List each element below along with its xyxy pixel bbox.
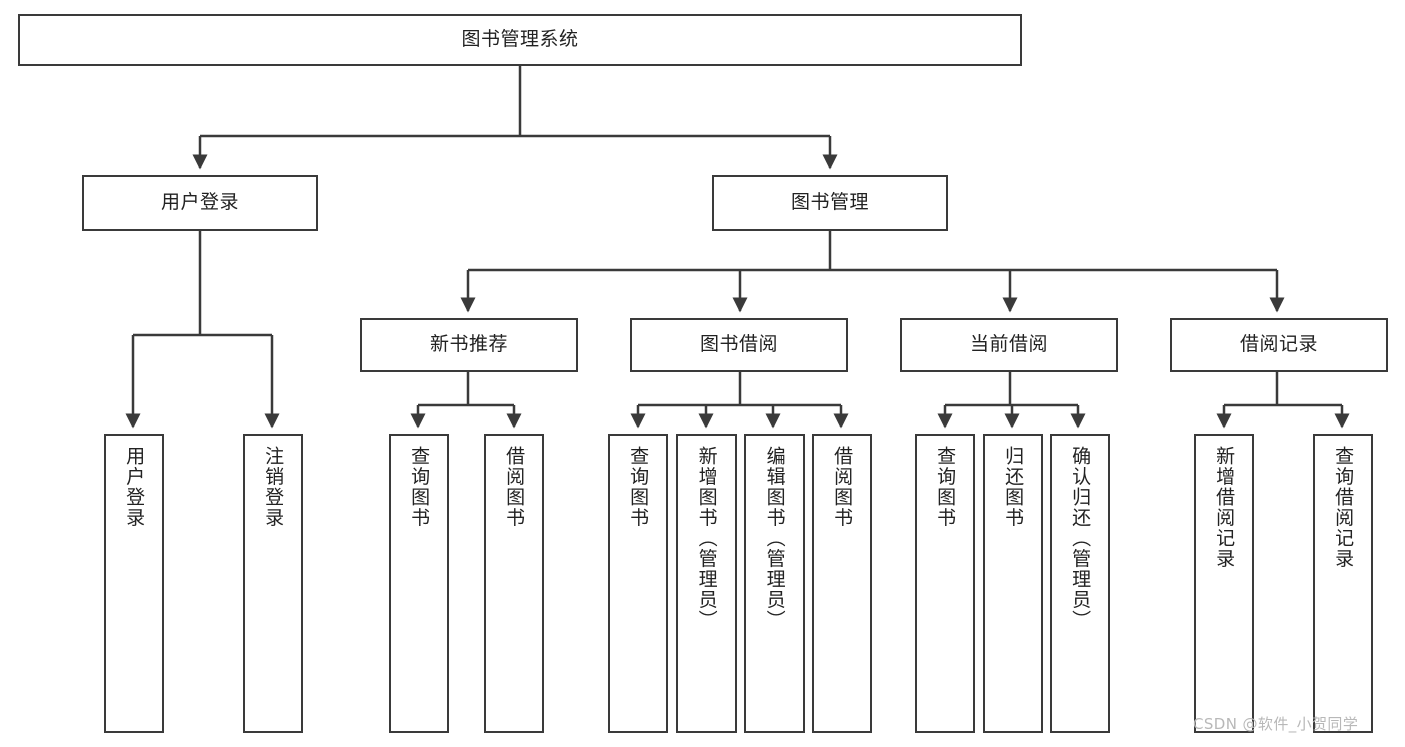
- node-borrow-record[interactable]: 借阅记录: [1170, 318, 1388, 372]
- node-leaf-query-book-cur[interactable]: 查询图书: [915, 434, 975, 733]
- node-user-login[interactable]: 用户登录: [82, 175, 318, 231]
- node-leaf-add-record-label: 新增借阅记录: [1213, 446, 1236, 569]
- node-leaf-borrow-book[interactable]: 借阅图书: [812, 434, 872, 733]
- node-leaf-borrow-book-rec[interactable]: 借阅图书: [484, 434, 544, 733]
- node-root[interactable]: 图书管理系统: [18, 14, 1022, 66]
- node-leaf-query-book-rec[interactable]: 查询图书: [389, 434, 449, 733]
- node-leaf-query-book-borrow[interactable]: 查询图书: [608, 434, 668, 733]
- node-leaf-return-book[interactable]: 归还图书: [983, 434, 1043, 733]
- node-leaf-return-book-label: 归还图书: [1002, 446, 1025, 528]
- node-user-login-label: 用户登录: [160, 191, 239, 214]
- node-leaf-borrow-book-rec-label: 借阅图书: [503, 446, 526, 528]
- node-leaf-user-login[interactable]: 用户登录: [104, 434, 164, 733]
- node-leaf-query-book-rec-label: 查询图书: [408, 446, 431, 528]
- node-book-borrow[interactable]: 图书借阅: [630, 318, 848, 372]
- node-leaf-confirm-return[interactable]: 确认归还（管理员）: [1050, 434, 1110, 733]
- watermark-text: CSDN @软件_小贺同学: [1193, 715, 1359, 733]
- node-leaf-query-record[interactable]: 查询借阅记录: [1313, 434, 1373, 733]
- node-leaf-query-book-borrow-label: 查询图书: [627, 446, 650, 528]
- node-leaf-query-book-cur-label: 查询图书: [934, 446, 957, 528]
- node-leaf-logout[interactable]: 注销登录: [243, 434, 303, 733]
- node-current-borrow-label: 当前借阅: [969, 333, 1048, 356]
- node-new-book-recommend-label: 新书推荐: [429, 333, 508, 356]
- node-leaf-add-book[interactable]: 新增图书（管理员）: [676, 434, 737, 733]
- node-book-management[interactable]: 图书管理: [712, 175, 948, 231]
- node-book-borrow-label: 图书借阅: [699, 333, 778, 356]
- node-leaf-edit-book[interactable]: 编辑图书（管理员）: [744, 434, 805, 733]
- node-current-borrow[interactable]: 当前借阅: [900, 318, 1118, 372]
- node-leaf-edit-book-label: 编辑图书（管理员）: [763, 446, 786, 631]
- node-leaf-add-record[interactable]: 新增借阅记录: [1194, 434, 1254, 733]
- node-leaf-add-book-label: 新增图书（管理员）: [695, 446, 718, 631]
- node-root-label: 图书管理系统: [461, 28, 579, 51]
- node-new-book-recommend[interactable]: 新书推荐: [360, 318, 578, 372]
- node-leaf-logout-label: 注销登录: [262, 446, 285, 528]
- node-leaf-confirm-return-label: 确认归还（管理员）: [1069, 446, 1092, 631]
- node-book-management-label: 图书管理: [790, 191, 869, 214]
- node-leaf-query-record-label: 查询借阅记录: [1332, 446, 1355, 569]
- node-leaf-user-login-label: 用户登录: [123, 446, 146, 528]
- node-leaf-borrow-book-label: 借阅图书: [831, 446, 854, 528]
- node-borrow-record-label: 借阅记录: [1239, 333, 1318, 356]
